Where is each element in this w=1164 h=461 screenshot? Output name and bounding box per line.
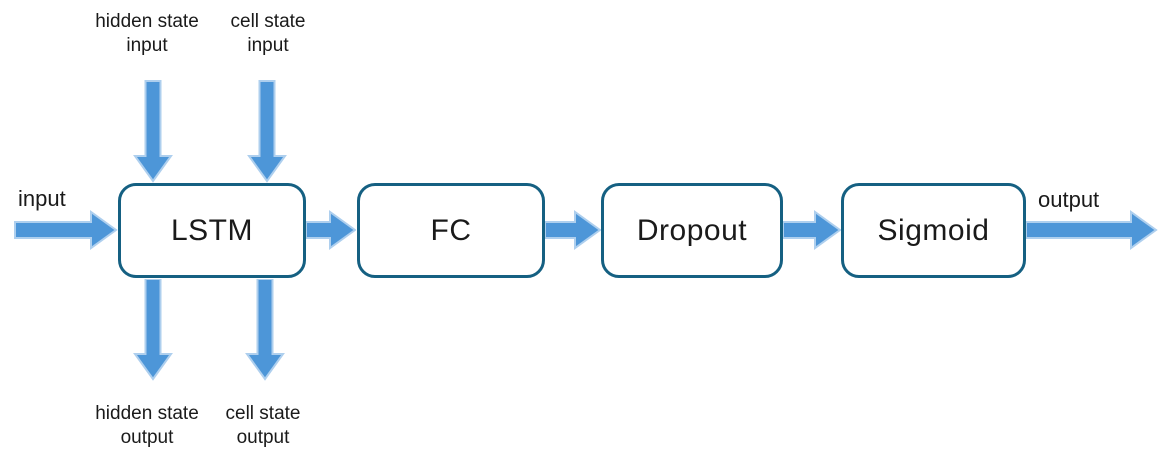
node-fc-label: FC [430, 213, 472, 247]
node-lstm: LSTM [118, 183, 306, 278]
output-label: output [1038, 187, 1100, 212]
input-label: input [18, 186, 66, 211]
output-arrow-icon [1026, 210, 1158, 250]
lstm-to-fc-arrow-icon [306, 210, 356, 250]
hidden-state-output-label: hidden state output [95, 403, 199, 449]
cell-state-output-label: cell state output [225, 403, 301, 449]
node-dropout: Dropout [601, 183, 783, 278]
cell-state-input-label: cell state input [230, 11, 306, 57]
input-arrow-icon [14, 210, 118, 250]
cell-state-input-arrow-icon [247, 80, 287, 183]
hidden-state-output-arrow-icon [133, 279, 173, 381]
cell-state-output-arrow-icon [245, 279, 285, 381]
node-sigmoid-label: Sigmoid [877, 213, 990, 247]
hidden-state-input-label: hidden state input [95, 11, 199, 57]
fc-to-dropout-arrow-icon [545, 210, 601, 250]
node-dropout-label: Dropout [636, 213, 748, 247]
dropout-to-sigmoid-arrow-icon [783, 210, 841, 250]
node-fc: FC [357, 183, 545, 278]
node-sigmoid: Sigmoid [841, 183, 1026, 278]
hidden-state-input-arrow-icon [133, 80, 173, 183]
node-lstm-label: LSTM [170, 213, 253, 247]
